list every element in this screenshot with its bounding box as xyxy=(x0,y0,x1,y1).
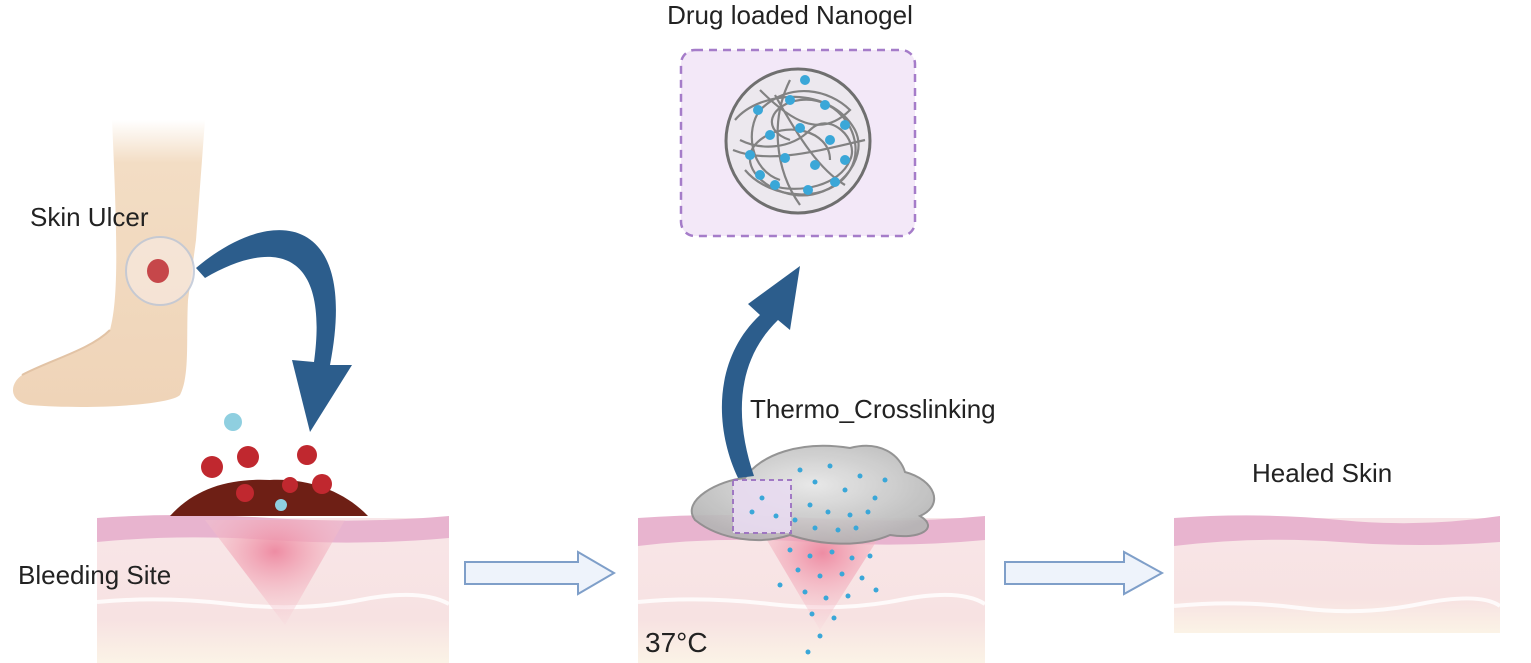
treatment-site-skin xyxy=(637,444,987,663)
temperature-label: 37°C xyxy=(645,627,708,658)
leg-illustration xyxy=(12,120,205,407)
nanogel-zoom xyxy=(679,48,917,238)
healed-skin-label: Healed Skin xyxy=(1252,458,1392,488)
bleeding-site-skin xyxy=(96,413,450,663)
healed-skin xyxy=(1173,515,1502,633)
skin-ulcer-label: Skin Ulcer xyxy=(30,202,149,232)
blood-clot xyxy=(170,479,368,516)
ulcer-spot xyxy=(147,259,169,283)
nanogel-title: Drug loaded Nanogel xyxy=(667,0,913,30)
drug-particles xyxy=(749,463,888,655)
thermo-crosslinking-label: Thermo_Crosslinking xyxy=(750,394,996,424)
bleeding-site-label: Bleeding Site xyxy=(18,560,171,590)
flow-arrow-1 xyxy=(464,550,616,596)
zoom-region-box xyxy=(732,479,792,534)
flow-arrow-2 xyxy=(1004,550,1165,596)
curved-arrow-up xyxy=(721,266,800,478)
curved-arrow-down xyxy=(196,230,352,432)
